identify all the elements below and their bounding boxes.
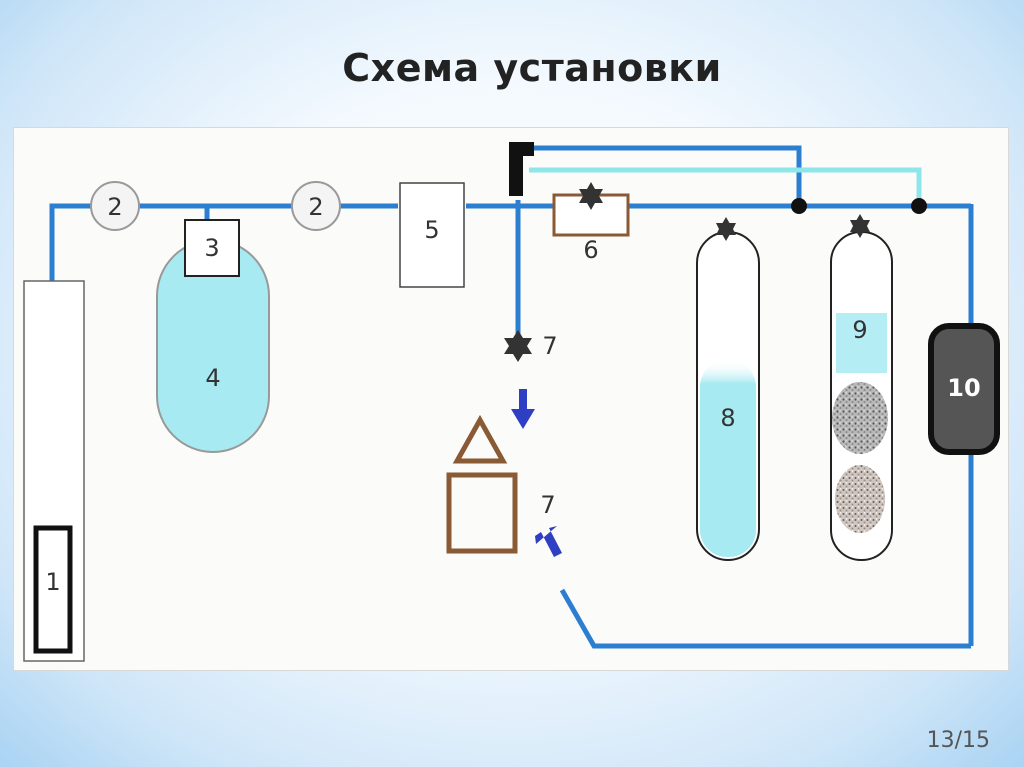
diagram-panel: 1 2 2 4 3 5 6 7 7 [13,127,1009,671]
elbow-fitting [509,142,534,196]
valve-7-icon [504,330,532,362]
arrow-up-icon [535,526,562,557]
column-8-liquid [700,360,756,557]
label-5: 5 [424,216,439,244]
label-3: 3 [204,234,219,262]
chamber-body [446,472,518,554]
label-7-chamber: 7 [540,491,555,519]
granule-layer-upper [832,382,888,454]
chamber-roof [452,414,508,464]
filter-box [184,219,240,277]
junction-dot [911,198,927,214]
valve-9-icon [850,214,870,238]
valve-6-icon [579,182,603,210]
well-inner [33,525,73,654]
column-9-liquid [836,313,887,373]
box-5 [399,182,465,288]
label-7-valve: 7 [542,332,557,360]
valve-8-icon [716,217,736,241]
label-8: 8 [720,404,735,432]
label-4: 4 [205,364,220,392]
pump-10 [928,323,1000,455]
label-9: 9 [852,316,867,344]
label-10: 10 [947,374,980,402]
label-1: 1 [45,568,60,596]
label-2-right: 2 [308,193,323,221]
label-6: 6 [583,236,598,264]
gauge-left [90,181,140,231]
gauge-right [291,181,341,231]
junction-dot [791,198,807,214]
label-2-left: 2 [107,193,122,221]
page-number: 13/15 [926,728,990,753]
granule-layer-lower [835,465,885,533]
arrow-down-icon [511,389,535,429]
main-pipe [49,145,974,649]
installation-diagram: 1 2 2 4 3 5 6 7 7 [23,142,1000,662]
slide-title: Схема установки [342,46,722,90]
